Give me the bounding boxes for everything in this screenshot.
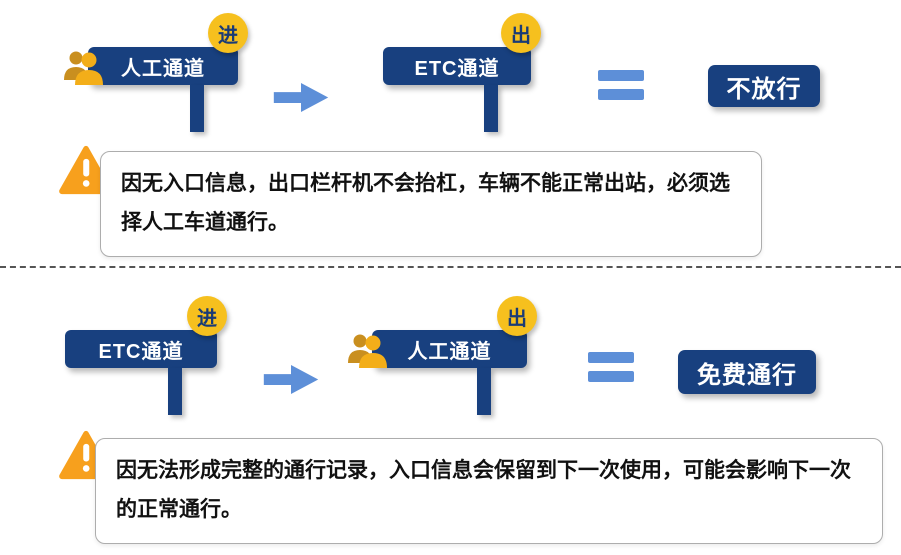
- entry-badge: 进: [187, 296, 227, 336]
- scenario2-exit-sign: 人工通道 出: [348, 296, 537, 415]
- scenario2-note: 因无法形成完整的通行记录，入口信息会保留到下一次使用，可能会影响下一次的正常通行…: [95, 438, 883, 544]
- exit-badge: 出: [497, 296, 537, 336]
- equals-bar: [588, 352, 634, 363]
- scenario2-result: 免费通行: [678, 350, 816, 394]
- sign-post: [168, 368, 183, 415]
- equals-bar: [598, 70, 644, 81]
- sign-label: ETC通道: [414, 57, 500, 80]
- sign-label: 人工通道: [121, 57, 205, 80]
- equals-icon: [588, 352, 634, 382]
- sign-label: ETC通道: [98, 340, 184, 363]
- sign-post: [477, 368, 492, 415]
- scenario1-entry-sign: 人工通道 进: [64, 13, 248, 132]
- scenario1-note: 因无入口信息，出口栏杆机不会抬杠，车辆不能正常出站，必须选择人工车道通行。: [100, 151, 762, 257]
- dashed-divider: [0, 266, 901, 268]
- scenario2-entry-sign: ETC通道 进: [65, 296, 227, 415]
- scenario1-result: 不放行: [708, 65, 820, 107]
- sign-post: [190, 85, 204, 132]
- sign-label: 人工通道: [407, 340, 492, 363]
- equals-bar: [588, 371, 634, 382]
- scenario1-exit-sign: ETC通道 出: [383, 13, 541, 132]
- equals-icon: [598, 70, 644, 100]
- exit-badge: 出: [501, 13, 541, 53]
- arrow-right-icon: [272, 80, 330, 120]
- person-icon: [62, 48, 106, 86]
- equals-bar: [598, 89, 644, 100]
- entry-badge: 进: [208, 13, 248, 53]
- person-icon: [346, 331, 390, 369]
- sign-post: [483, 85, 498, 132]
- warning-icon: [58, 145, 114, 200]
- arrow-right-icon: [262, 362, 320, 402]
